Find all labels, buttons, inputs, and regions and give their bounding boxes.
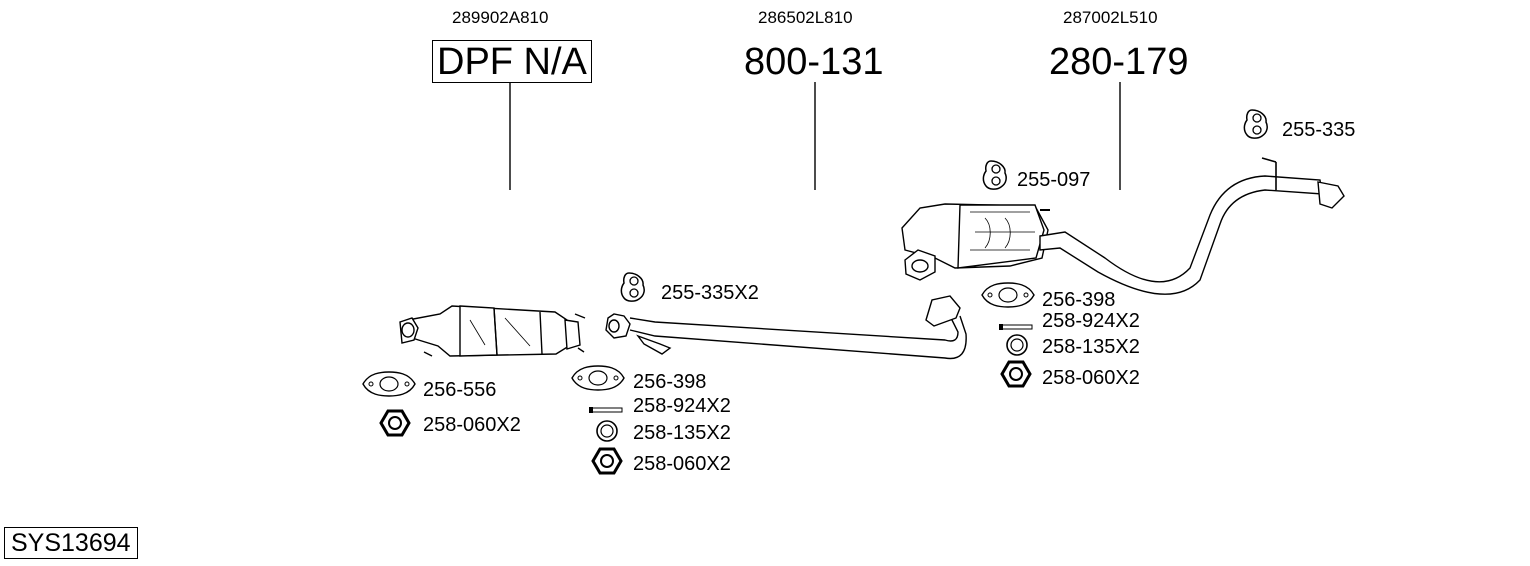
gasket-icon bbox=[362, 371, 416, 397]
oem-number-dpf: 289902A810 bbox=[452, 8, 549, 27]
label-bolt-rear[interactable]: 258-924X2 bbox=[1042, 310, 1140, 332]
label-nut-middle[interactable]: 258-060X2 bbox=[633, 453, 731, 475]
part-number-middle-pipe[interactable]: 800-131 bbox=[744, 41, 884, 83]
nut-icon bbox=[591, 447, 623, 475]
oem-number-rear-silencer: 287002L510 bbox=[1063, 8, 1158, 27]
dpf-unit bbox=[399, 305, 586, 357]
label-gasket-front[interactable]: 256-556 bbox=[423, 379, 497, 401]
bolt-icon bbox=[998, 323, 1033, 331]
gasket-icon bbox=[981, 282, 1035, 308]
rear-silencer bbox=[901, 157, 1345, 295]
label-hanger-tail[interactable]: 255-335 bbox=[1282, 119, 1356, 141]
rubber-hanger-icon bbox=[982, 160, 1007, 190]
label-hanger-middle[interactable]: 255-335X2 bbox=[661, 282, 759, 304]
gasket-icon bbox=[571, 365, 625, 391]
oem-number-middle-pipe: 286502L810 bbox=[758, 8, 853, 27]
label-bolt-middle[interactable]: 258-924X2 bbox=[633, 395, 731, 417]
nut-icon bbox=[1000, 360, 1032, 388]
label-gasket-middle[interactable]: 256-398 bbox=[633, 371, 707, 393]
rubber-hanger-icon bbox=[620, 272, 645, 302]
label-nut-rear[interactable]: 258-060X2 bbox=[1042, 367, 1140, 389]
part-number-dpf[interactable]: DPF N/A bbox=[432, 40, 592, 83]
middle-pipe bbox=[605, 295, 967, 360]
ring-icon bbox=[596, 420, 618, 442]
bolt-icon bbox=[588, 406, 623, 414]
rubber-hanger-icon bbox=[1243, 109, 1268, 139]
label-gasket-rear[interactable]: 256-398 bbox=[1042, 289, 1116, 311]
system-id: SYS13694 bbox=[4, 527, 138, 559]
ring-icon bbox=[1006, 334, 1028, 356]
label-hanger-rear[interactable]: 255-097 bbox=[1017, 169, 1091, 191]
nut-icon bbox=[379, 409, 411, 437]
label-ring-rear[interactable]: 258-135X2 bbox=[1042, 336, 1140, 358]
part-number-rear-silencer[interactable]: 280-179 bbox=[1049, 41, 1189, 83]
label-nut-front[interactable]: 258-060X2 bbox=[423, 414, 521, 436]
label-ring-middle[interactable]: 258-135X2 bbox=[633, 422, 731, 444]
